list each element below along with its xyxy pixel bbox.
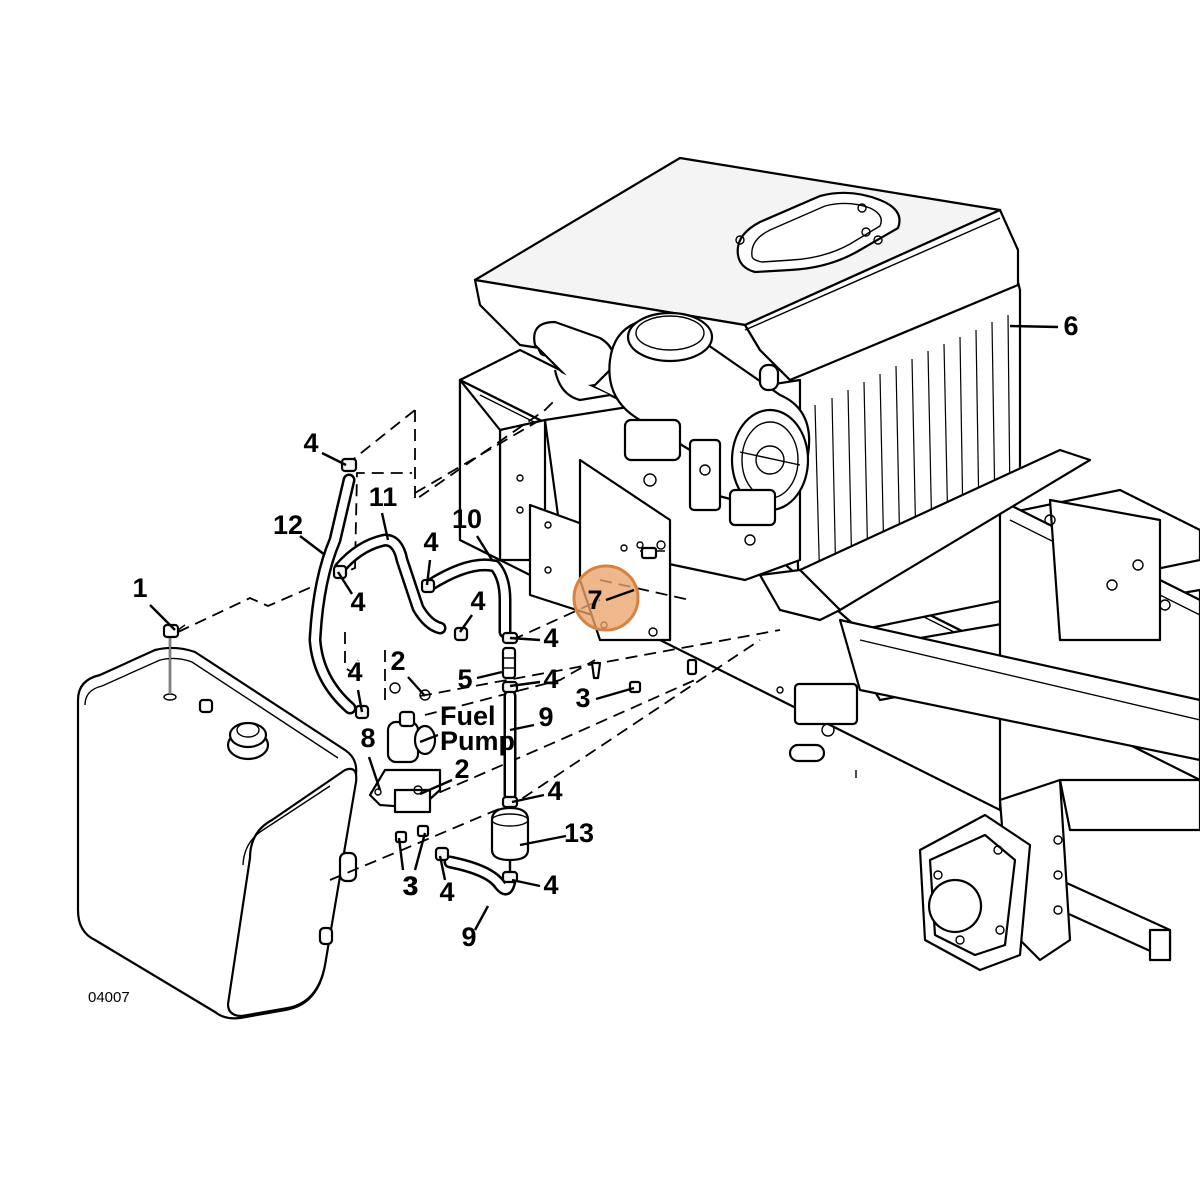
callout-10: 10 xyxy=(452,504,482,534)
callout-leader-2 xyxy=(419,778,453,796)
callout-leader-4 xyxy=(438,855,447,881)
callout-4: 4 xyxy=(543,870,558,900)
callout-4: 4 xyxy=(347,657,362,687)
callout-leader-7 xyxy=(605,588,635,602)
routing-lines xyxy=(177,399,781,881)
callout-5: 5 xyxy=(457,664,472,694)
callout-4: 4 xyxy=(543,664,558,694)
callout-leader-4 xyxy=(336,571,354,595)
callout-11: 11 xyxy=(369,482,398,512)
callout-4: 4 xyxy=(350,587,365,617)
callout-leaders xyxy=(149,324,1059,931)
callout-leader-10 xyxy=(475,535,494,561)
selected-part-highlight xyxy=(572,564,640,632)
fuel-pump xyxy=(368,682,442,814)
callout-leader-4 xyxy=(509,636,541,642)
callout-leader-6 xyxy=(1009,324,1059,329)
callout-3: 3 xyxy=(402,871,417,901)
callout-leader-9 xyxy=(509,723,535,732)
figure-number: 04007 xyxy=(88,989,130,1006)
callout-4: 4 xyxy=(470,586,485,616)
callout-9: 9 xyxy=(461,922,476,952)
fuel-tank xyxy=(76,646,358,1020)
fuel-fitting xyxy=(501,646,517,680)
callout-leader-4 xyxy=(511,878,541,888)
callout-leader-2 xyxy=(407,676,426,697)
callout-leader-8 xyxy=(367,756,382,791)
callout-7: 7 xyxy=(587,585,602,615)
callout-8: 8 xyxy=(360,723,375,753)
callout-1: 1 xyxy=(132,573,147,603)
fuel-pump-label-line1: Fuel xyxy=(440,701,496,731)
callout-4: 4 xyxy=(423,527,438,557)
callout-13: 13 xyxy=(564,818,594,848)
callout-leader-4 xyxy=(321,451,347,467)
callout-2: 2 xyxy=(454,754,469,784)
callout-4: 4 xyxy=(543,623,558,653)
callout-4: 4 xyxy=(303,428,318,458)
callout-4: 4 xyxy=(439,877,454,907)
callout-leader-4 xyxy=(459,614,473,633)
fuel-pump-label-line2: Pump xyxy=(440,726,515,756)
callout-4: 4 xyxy=(547,776,562,806)
callout-leader-1 xyxy=(149,604,176,631)
callout-leader-13 xyxy=(519,834,567,847)
callout-3: 3 xyxy=(575,683,590,713)
callout-leader-3 xyxy=(397,837,405,871)
callout-9: 9 xyxy=(538,702,553,732)
callout-6: 6 xyxy=(1063,311,1078,341)
callout-leader-4 xyxy=(511,793,545,804)
fuel-hoses xyxy=(308,473,517,896)
callout-3: 3 xyxy=(403,871,418,901)
fuel-filter xyxy=(490,806,530,872)
callout-leader-4 xyxy=(509,680,541,688)
callout-12: 12 xyxy=(273,510,303,540)
fuel-pump-leader xyxy=(419,733,439,744)
callout-leader-4 xyxy=(425,559,432,586)
callout-leader-11 xyxy=(380,512,390,541)
callout-leader-12 xyxy=(299,535,326,556)
callout-leader-3 xyxy=(413,832,427,871)
callout-leader-5 xyxy=(476,670,503,680)
callout-2: 2 xyxy=(390,646,405,676)
callout-leader-4 xyxy=(356,689,364,713)
callout-leader-3 xyxy=(595,686,635,701)
callout-leader-9 xyxy=(473,905,490,931)
